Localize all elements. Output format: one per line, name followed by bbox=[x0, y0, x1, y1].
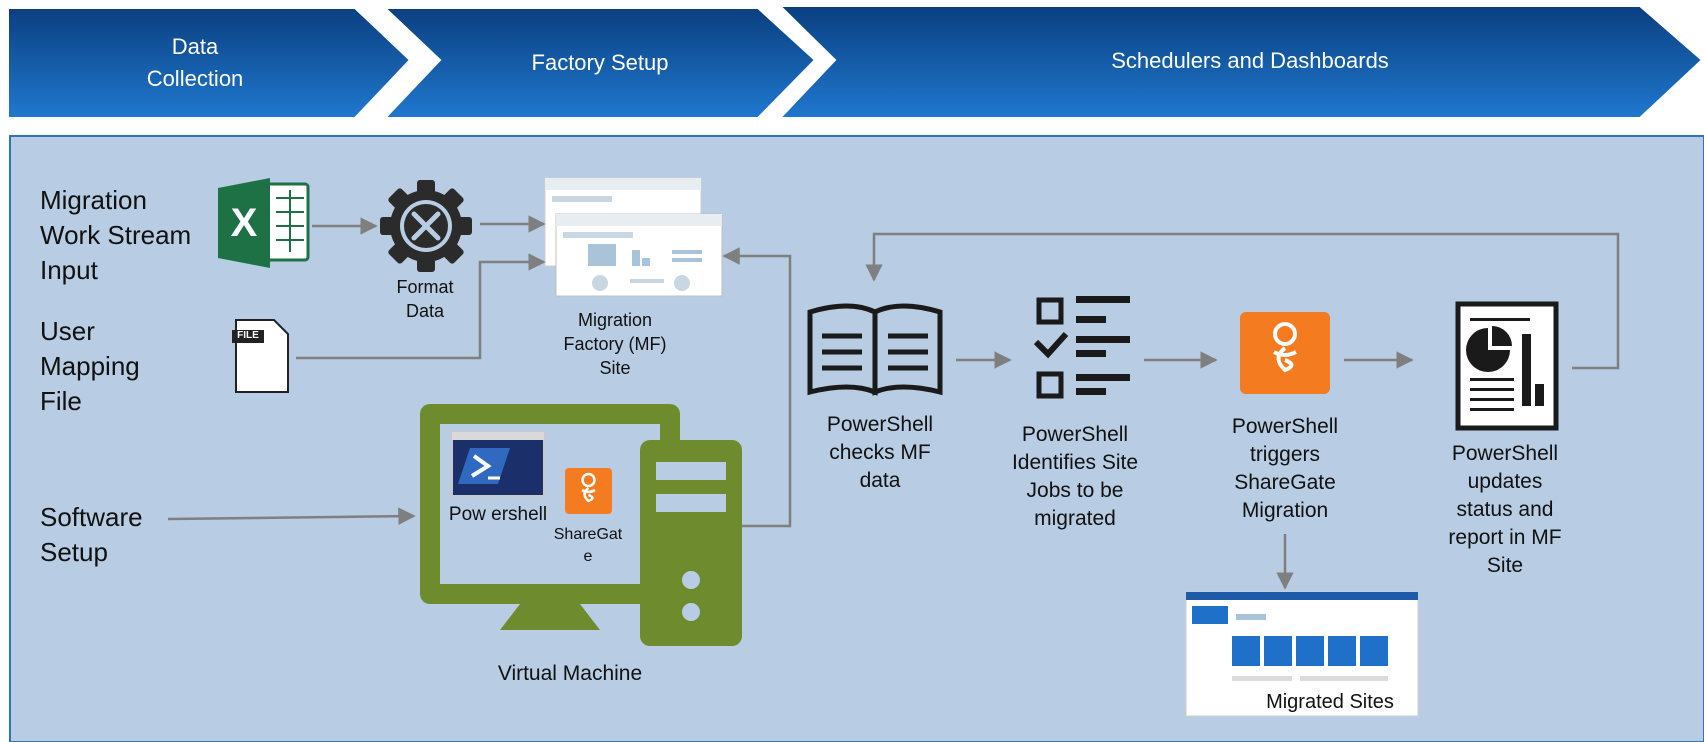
phase-label-factory-setup: Factory Setup bbox=[531, 50, 669, 75]
step-triggers-migration: PowerShell triggers ShareGate Migration bbox=[1231, 415, 1339, 522]
mf-site-label: Migration Factory (MF) Site bbox=[563, 310, 667, 378]
format-data-label: Format Data bbox=[396, 277, 454, 321]
connectors bbox=[167, 215, 1620, 590]
sharegate-icon bbox=[1240, 312, 1330, 394]
chevron-factory-setup bbox=[382, 7, 817, 119]
gear-icon bbox=[380, 180, 472, 272]
software-setup-label: Software Setup bbox=[40, 502, 143, 567]
checklist-icon bbox=[1033, 296, 1130, 399]
phase-label-schedulers: Schedulers and Dashboards bbox=[1111, 48, 1389, 73]
migrated-sites-label: Migrated Sites bbox=[1266, 691, 1394, 713]
step-checks-mf-data: PowerShell checks MF data bbox=[826, 413, 934, 492]
chevron-schedulers bbox=[777, 5, 1704, 119]
powershell-app-label: Pow ershell bbox=[448, 504, 548, 525]
file-tag: FILE bbox=[237, 330, 259, 341]
main-panel bbox=[9, 135, 1704, 742]
powershell-window bbox=[451, 431, 545, 497]
svg-text:X: X bbox=[231, 201, 258, 245]
migration-input-label: Migration Work Stream Input bbox=[40, 185, 192, 285]
mf-site-screenshot bbox=[544, 177, 723, 297]
sharegate-icon-vm bbox=[565, 468, 612, 514]
sharegate-app-label: ShareGat e bbox=[553, 526, 623, 565]
migrated-sites-screenshot bbox=[1185, 591, 1419, 717]
step-updates-status: PowerShell updates status and report in … bbox=[1448, 442, 1562, 577]
file-icon bbox=[232, 319, 289, 393]
excel-icon: X bbox=[218, 178, 310, 268]
chevron-data-collection bbox=[7, 7, 412, 119]
report-icon bbox=[1455, 301, 1559, 431]
user-mapping-label: User Mapping File bbox=[40, 316, 140, 416]
virtual-machine-label: Virtual Machine bbox=[497, 662, 643, 685]
step-identifies-jobs: PowerShell Identifies Site Jobs to be mi… bbox=[1011, 423, 1139, 530]
book-icon bbox=[807, 303, 943, 396]
phase-label-data-collection: Data Collection bbox=[146, 34, 244, 91]
